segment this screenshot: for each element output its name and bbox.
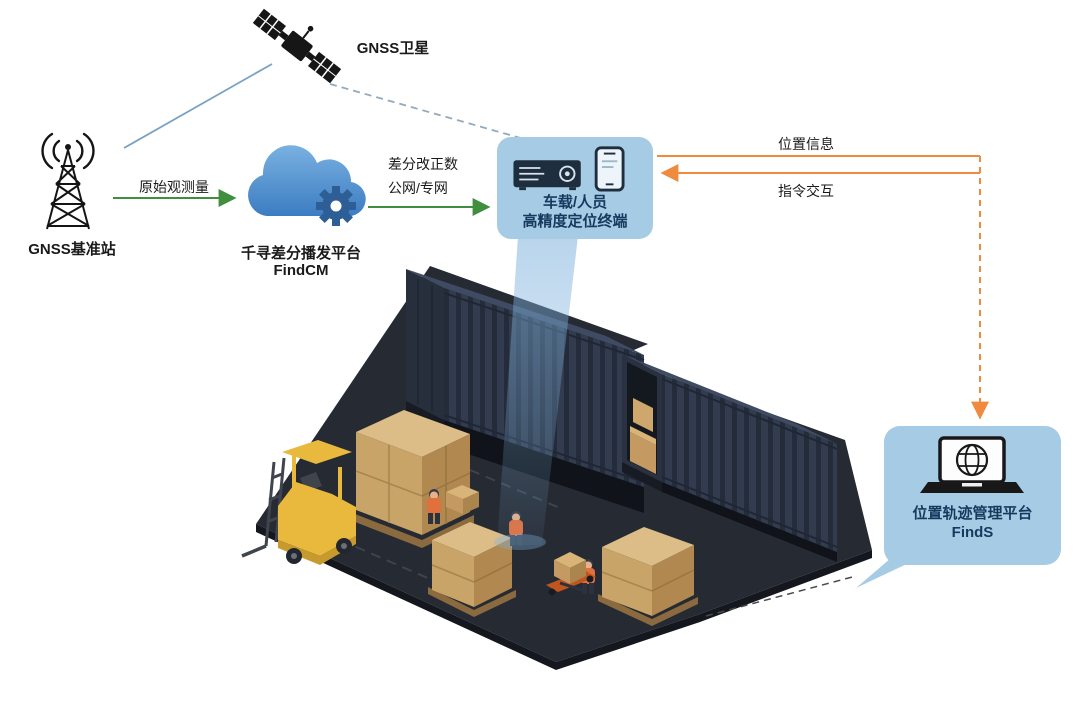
gnss-receiver-icon [513,160,581,191]
findcm-label-line2: FindCM [273,262,329,279]
cloud-icon [248,145,366,226]
position-info-label: 位置信息 [778,136,834,152]
pallet-stack [598,527,698,626]
base-station-icon [41,132,95,230]
laptop-globe-icon [920,436,1024,493]
raw-observation-label: 原始观测量 [139,179,209,195]
satellite-terminal-link [329,83,525,140]
base-station-label: GNSS基准站 [28,241,116,258]
gear-icon [316,186,356,226]
gnss-satellite-icon [252,8,342,84]
command-interaction-label: 指令交互 [778,183,834,199]
findcm-label-line1: 千寻差分播发平台 [240,245,362,262]
scene-finds-connector [705,575,857,617]
forklift-icon [241,440,356,565]
terminal-icons [513,146,625,192]
terminal-label-line1: 车载/人员 [542,194,608,211]
satellite-label: GNSS卫星 [356,40,430,57]
carton-box [446,485,479,514]
container-open [622,354,838,562]
pallet-jack-icon [546,552,596,596]
finds-node: 位置轨迹管理平台 FindS [884,426,1061,565]
satellite-base-link [123,63,273,149]
worker-icon [427,489,441,524]
correction-label-line2: 公网/专网 [388,180,448,196]
correction-label-line1: 差分改正数 [388,156,458,172]
positioning-beam [494,236,578,550]
cargo-boxes-inside [630,398,656,474]
finds-label-line2: FindS [951,524,994,541]
position-info-line [657,155,989,420]
terminal-node: 车载/人员 高精度定位终端 [497,137,653,239]
smartphone-icon [594,146,625,192]
terminal-label-line2: 高精度定位终端 [522,213,628,230]
finds-label-line1: 位置轨迹管理平台 [912,505,1033,522]
pallet-stack [428,522,516,617]
platform-edge [256,524,872,670]
